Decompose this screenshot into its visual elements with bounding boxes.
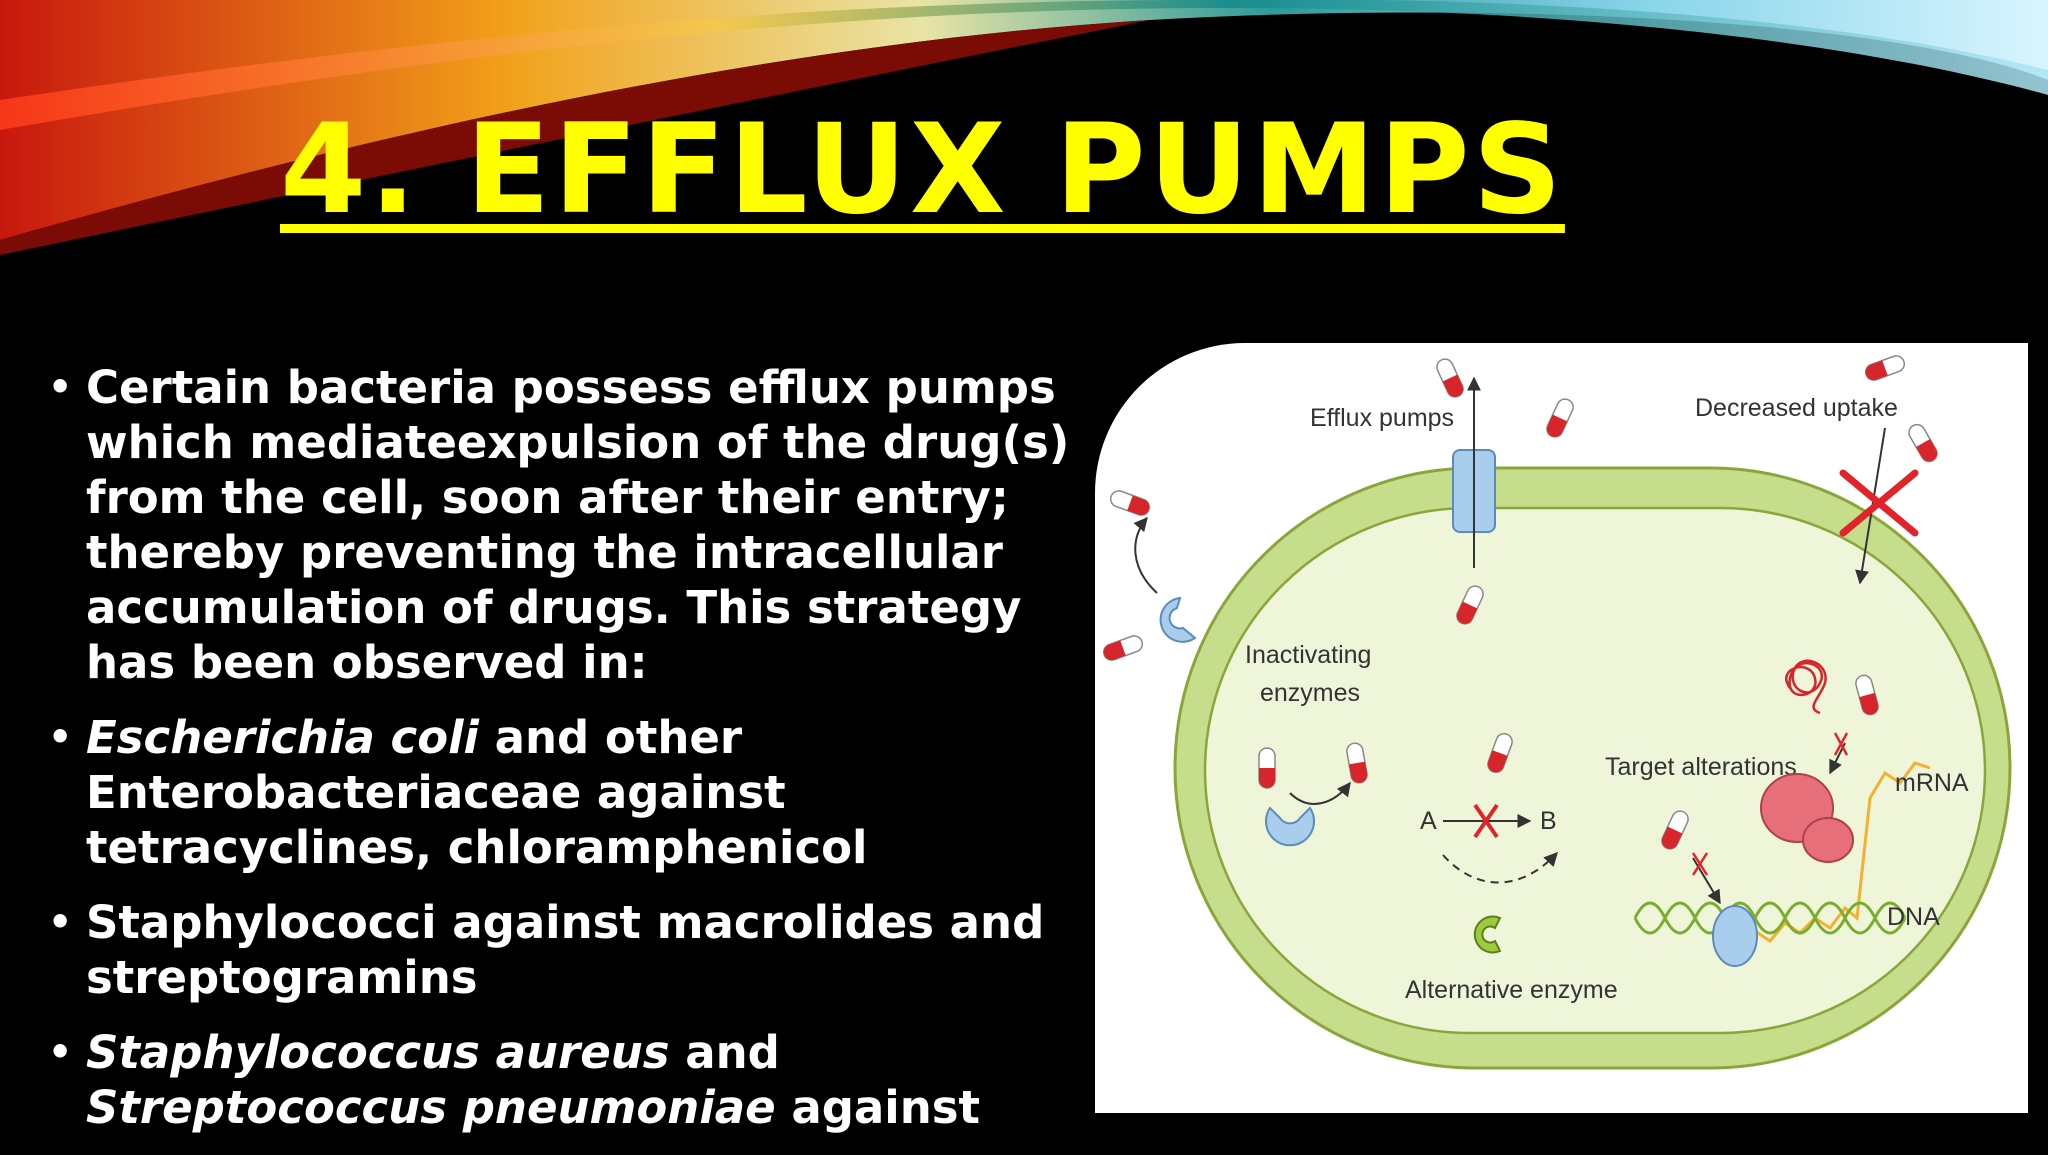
- drug-molecule: [1107, 487, 1153, 519]
- label-a: A: [1420, 807, 1437, 835]
- dna-binding-protein: [1712, 905, 1758, 967]
- label-decreased-uptake: Decreased uptake: [1695, 394, 1898, 422]
- ribosome-small-subunit: [1802, 817, 1854, 863]
- drug-molecule: [1258, 747, 1276, 789]
- bullet-item: Certain bacteria possess efflux pumps wh…: [48, 360, 1098, 690]
- label-mrna: mRNA: [1895, 769, 1969, 797]
- label-dna: DNA: [1887, 903, 1940, 931]
- label-target-alterations: Target alterations: [1605, 753, 1797, 781]
- blocked-cross-icon: [1473, 803, 1499, 839]
- bullet-list: Certain bacteria possess efflux pumps wh…: [48, 360, 1098, 1155]
- slide-title: 4. EFFLUX PUMPS: [280, 98, 1565, 242]
- decorative-swoosh-banner: [0, 0, 2048, 255]
- resistance-mechanisms-figure: Efflux pumps Decreased uptake Inactivati…: [1095, 343, 2028, 1113]
- membrane-enzyme: [1159, 596, 1197, 643]
- label-inactivating: Inactivating: [1245, 641, 1371, 669]
- label-alternative-enzyme: Alternative enzyme: [1405, 976, 1618, 1004]
- bacterial-cell-diagram: Efflux pumps Decreased uptake Inactivati…: [1100, 352, 2012, 1070]
- label-b: B: [1540, 807, 1557, 835]
- drug-molecule: [1433, 355, 1467, 401]
- inactivating-enzyme: [1265, 806, 1315, 847]
- label-enzymes: enzymes: [1260, 679, 1360, 707]
- bullet-item: Staphylococci against macrolides and str…: [48, 895, 1098, 1005]
- drug-molecule: [1100, 632, 1146, 664]
- label-efflux-pumps: Efflux pumps: [1310, 404, 1454, 432]
- drug-molecule: [1543, 395, 1577, 441]
- alternative-enzyme: [1473, 915, 1502, 954]
- dna-helix: [1633, 901, 1907, 935]
- bullet-item: Escherichia coli and other Enterobacteri…: [48, 710, 1098, 875]
- drug-molecule: [1862, 352, 1908, 384]
- blocked-cross-icon: [1839, 469, 1919, 537]
- ribosomal-rna-coil: [1785, 659, 1827, 715]
- mrna-strand: [1734, 761, 1931, 947]
- bullet-item: Staphylococcus aureus and Streptococcus …: [48, 1025, 1098, 1135]
- drug-molecule: [1905, 420, 1941, 466]
- cell-cytoplasm: [1203, 506, 1987, 1035]
